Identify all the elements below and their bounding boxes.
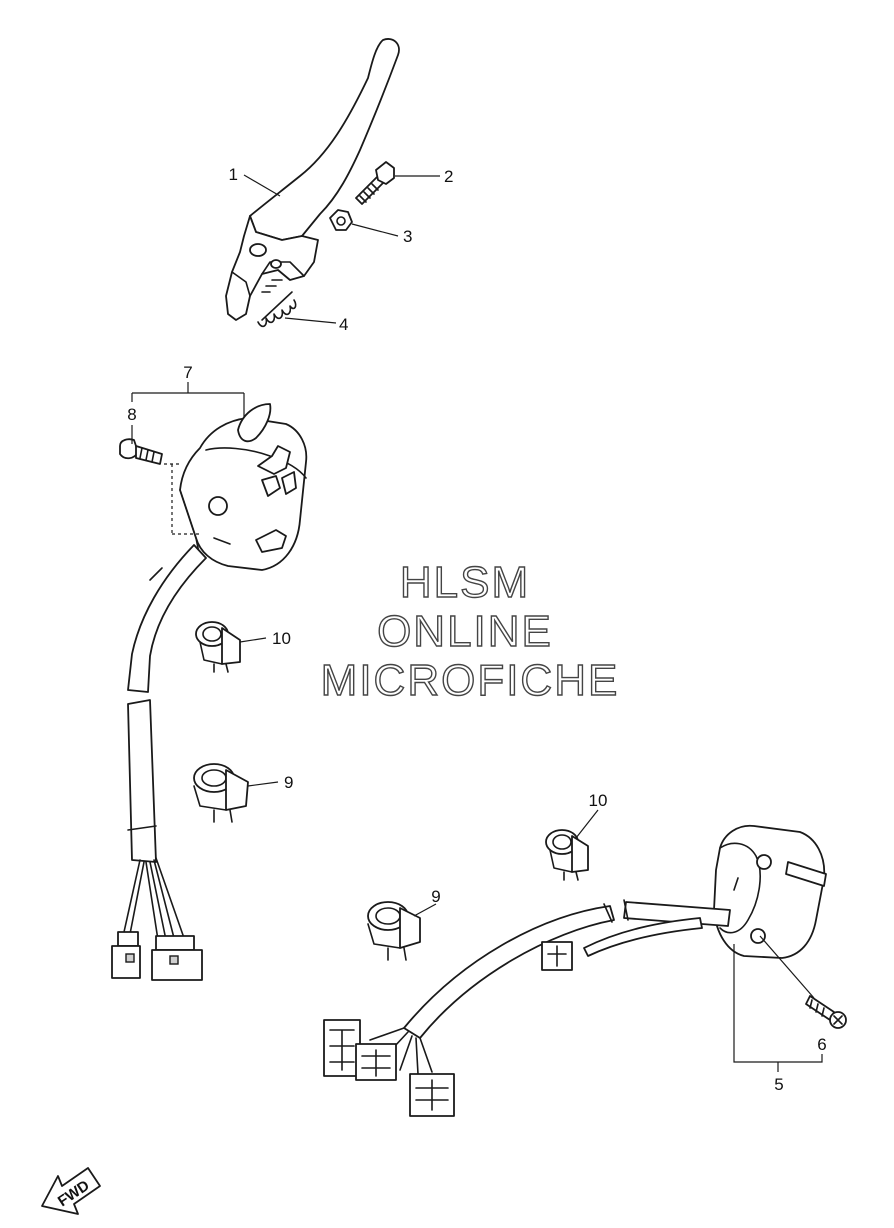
cable-clamp-small-left[interactable] — [195, 621, 241, 673]
watermark-line-1: HLSM — [400, 558, 530, 607]
watermark: HLSM ONLINE MICROFICHE — [320, 557, 620, 705]
callout-7: 7 — [183, 363, 192, 382]
right-handlebar-switch[interactable] — [713, 824, 827, 959]
right-switch-harness[interactable] — [323, 899, 731, 1117]
cable-clamp-large-right[interactable] — [367, 901, 421, 961]
watermark-line-2: ONLINE — [377, 607, 553, 656]
cable-clamp-small-right[interactable] — [545, 829, 589, 881]
right-switch-screw[interactable] — [805, 995, 847, 1029]
watermark-line-3: MICROFICHE — [321, 656, 620, 705]
lever-part[interactable] — [225, 38, 400, 321]
callout-10-right: 10 — [589, 791, 608, 810]
callout-6: 6 — [817, 1035, 826, 1054]
left-switch-harness[interactable] — [111, 544, 207, 981]
callout-8: 8 — [127, 405, 136, 424]
cable-clamp-large-left[interactable] — [193, 763, 249, 823]
forward-direction-arrow: FWD — [41, 1167, 101, 1215]
lever-spring[interactable] — [257, 279, 297, 328]
callout-4: 4 — [339, 315, 348, 334]
callout-2: 2 — [444, 167, 453, 186]
lever-bolt[interactable] — [355, 161, 395, 205]
lever-nut[interactable] — [329, 209, 353, 231]
left-handlebar-switch[interactable] — [179, 403, 308, 571]
callout-5: 5 — [774, 1075, 783, 1094]
callout-10-left: 10 — [272, 629, 291, 648]
callout-9-right: 9 — [431, 887, 440, 906]
callout-9-left: 9 — [284, 773, 293, 792]
callout-1: 1 — [229, 165, 238, 184]
callout-3: 3 — [403, 227, 412, 246]
left-switch-screw[interactable] — [119, 438, 163, 465]
